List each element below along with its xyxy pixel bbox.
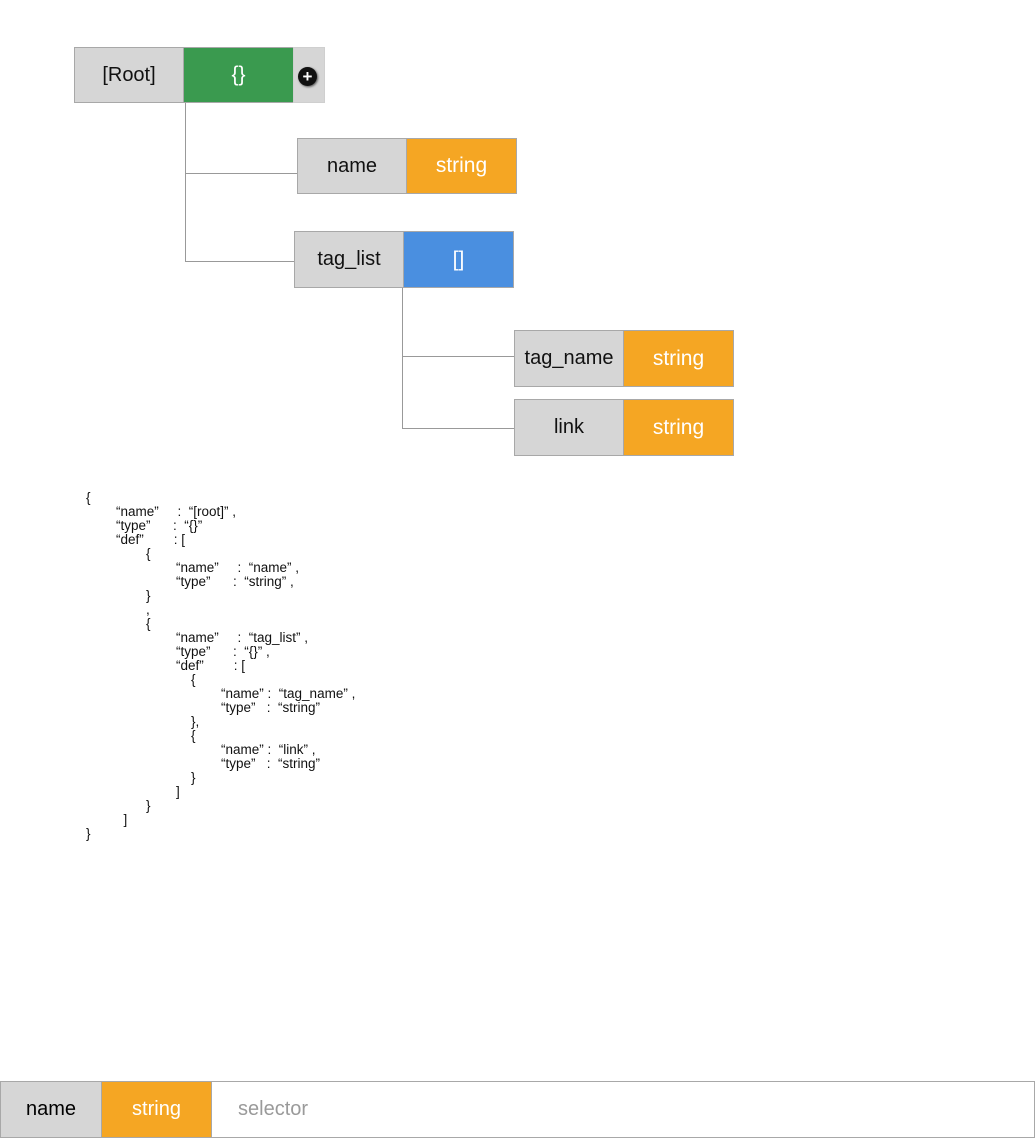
json-preview-line: } <box>86 826 91 841</box>
json-preview-line: “def” : [ <box>86 658 246 673</box>
add-child-area: + <box>293 47 325 103</box>
name-type-string[interactable]: string <box>407 138 517 194</box>
json-preview-line: { <box>86 546 151 561</box>
tag-name-key-label: tag_name <box>524 347 614 369</box>
json-preview-line: } <box>86 798 151 813</box>
json-preview: { “name” : “[root]” , “type” : “{}” “def… <box>86 491 355 841</box>
root-type-label: {} <box>231 63 246 86</box>
selector-input[interactable] <box>212 1081 1035 1138</box>
json-preview-line: “type” : “{}” , <box>86 644 270 659</box>
link-type-label: string <box>652 415 705 439</box>
tag-name-key[interactable]: tag_name <box>514 330 624 387</box>
json-preview-line: “name” : “[root]” , <box>86 504 237 519</box>
json-preview-line: { <box>86 672 196 687</box>
json-preview-line: ] <box>86 812 128 827</box>
name-key[interactable]: name <box>297 138 407 194</box>
json-preview-line: “type” : “{}” <box>86 518 203 533</box>
tag-list-key-label: tag_list <box>317 248 381 270</box>
json-preview-line: } <box>86 588 151 603</box>
json-preview-line: ] <box>86 784 180 799</box>
editor-key-label: name <box>25 1098 77 1120</box>
connector-tag-list <box>185 261 294 262</box>
json-preview-line: , <box>86 602 150 617</box>
json-preview-line: “name” : “tag_list” , <box>86 630 309 645</box>
json-preview-line: “type” : “string” <box>86 756 321 771</box>
json-preview-line: { <box>86 616 151 631</box>
root-type-object[interactable]: {} <box>184 47 294 103</box>
json-preview-line: } <box>86 770 196 785</box>
json-preview-line: “type” : “string” , <box>86 574 294 589</box>
root-key[interactable]: [Root] <box>74 47 184 103</box>
connector-link <box>402 428 514 429</box>
link-key-label: link <box>553 416 584 438</box>
editor-type-string[interactable]: string <box>102 1081 212 1138</box>
tag-list-key[interactable]: tag_list <box>294 231 404 288</box>
name-key-label: name <box>326 154 378 177</box>
json-preview-line: “type” : “string” <box>86 700 321 715</box>
name-type-label: string <box>435 154 488 177</box>
link-type-string[interactable]: string <box>624 399 734 456</box>
connector-root-vertical <box>185 103 186 262</box>
json-preview-line: “name” : “tag_name” , <box>86 686 356 701</box>
json-preview-line: “def” : [ <box>86 532 186 547</box>
json-preview-line: { <box>86 490 91 505</box>
editor-key[interactable]: name <box>0 1081 102 1138</box>
root-key-label: [Root] <box>102 63 156 86</box>
field-editor-bar: name string <box>0 1081 1035 1138</box>
tag-name-type-string[interactable]: string <box>624 330 734 387</box>
connector-tag-list-vertical <box>402 288 403 429</box>
plus-circle-icon[interactable]: + <box>298 67 317 86</box>
connector-name <box>185 173 297 174</box>
json-preview-line: { <box>86 728 196 743</box>
editor-type-label: string <box>132 1098 181 1120</box>
link-key[interactable]: link <box>514 399 624 456</box>
connector-tag-name <box>402 356 514 357</box>
tag-list-type-label: [] <box>452 247 465 271</box>
json-preview-line: }, <box>86 714 200 729</box>
json-preview-line: “name” : “link” , <box>86 742 316 757</box>
json-preview-line: “name” : “name” , <box>86 560 300 575</box>
tag-name-type-label: string <box>652 346 705 370</box>
tag-list-type-array[interactable]: [] <box>404 231 514 288</box>
